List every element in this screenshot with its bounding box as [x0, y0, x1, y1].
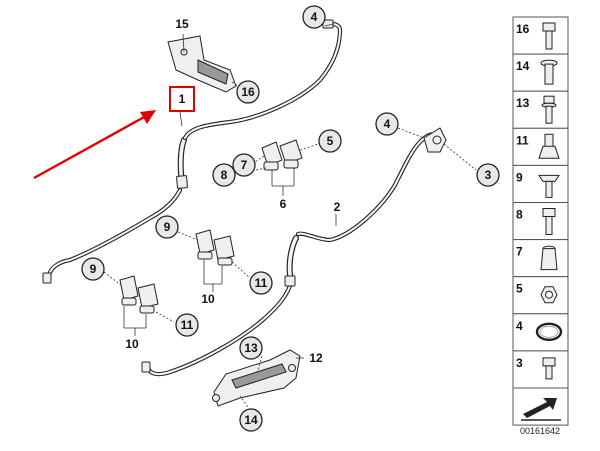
callout-14-text: 14 — [244, 413, 258, 427]
leader-4-top — [324, 23, 334, 27]
legend-cell — [512, 16, 569, 55]
legend-row-5[interactable]: 5 — [512, 276, 569, 315]
hex-bolt-washer-icon — [541, 95, 557, 124]
callout-5-text: 5 — [327, 134, 334, 148]
red-pointer-arrow — [33, 110, 156, 180]
legend-row-11[interactable]: 11 — [512, 127, 569, 166]
callout-4-top[interactable]: 4 — [302, 5, 326, 29]
callout-9-upper[interactable]: 9 — [155, 215, 179, 239]
legend-number: 4 — [516, 319, 523, 333]
callout-11-upper[interactable]: 11 — [249, 271, 273, 295]
callout-4-right[interactable]: 4 — [375, 112, 399, 136]
callout-9-lower[interactable]: 9 — [81, 257, 105, 281]
rubber-grommet-icon — [538, 133, 560, 159]
callout-14[interactable]: 14 — [239, 408, 263, 432]
label-12: 12 — [309, 351, 323, 365]
legend-cell — [512, 164, 569, 203]
legend-number: 13 — [516, 96, 530, 110]
highlight-callout-1-text: 1 — [179, 92, 186, 106]
expanding-rivet-icon — [540, 59, 558, 85]
callout-16-text: 16 — [241, 85, 255, 99]
callout-13[interactable]: 13 — [239, 336, 263, 360]
clip-group-10-lower-drawing — [103, 271, 175, 336]
bolt-icon — [542, 22, 556, 50]
collar-screw-icon — [538, 174, 560, 198]
legend-number: 9 — [516, 170, 523, 184]
callout-11-upper-text: 11 — [255, 276, 268, 290]
legend-row-3[interactable]: 3 — [512, 350, 569, 389]
callout-4-right-text: 4 — [384, 117, 391, 131]
legend-number: 16 — [516, 22, 530, 36]
legend-row-arrow[interactable] — [512, 387, 569, 426]
legend-row-13[interactable]: 13 — [512, 90, 569, 129]
bracket-12-drawing — [212, 349, 304, 411]
legend-number: 3 — [516, 356, 523, 370]
callout-4-top-text: 4 — [311, 10, 318, 24]
legend-row-14[interactable]: 14 — [512, 53, 569, 92]
callout-5[interactable]: 5 — [318, 129, 342, 153]
seal-ring-icon — [535, 322, 563, 341]
legend-row-8[interactable]: 8 — [512, 202, 569, 241]
bracket-15-drawing — [167, 33, 245, 93]
legend-number: 14 — [516, 59, 530, 73]
hex-nut-icon — [540, 286, 558, 304]
hex-bolt-icon — [542, 208, 556, 235]
callout-3[interactable]: 3 — [476, 163, 500, 187]
leader-3 — [443, 143, 477, 171]
legend-cell — [512, 53, 569, 92]
legend-number: 5 — [516, 282, 523, 296]
cage-nut-icon — [540, 245, 558, 271]
callout-8-text: 8 — [221, 168, 228, 182]
hose-1-line — [42, 19, 343, 284]
callout-3-text: 3 — [485, 168, 492, 182]
highlight-callout-1[interactable]: 1 — [169, 86, 195, 112]
legend-row-16[interactable]: 16 — [512, 16, 569, 55]
clip-group-6-drawing — [235, 139, 319, 196]
callout-9-lower-text: 9 — [90, 262, 97, 276]
legend-number: 7 — [516, 245, 523, 259]
label-10-lower: 10 — [125, 337, 139, 351]
legend-row-9[interactable]: 9 — [512, 164, 569, 203]
legend-row-7[interactable]: 7 — [512, 239, 569, 278]
label-10-upper: 10 — [201, 292, 215, 306]
reference-number: 00161642 — [520, 426, 560, 436]
callout-15-text: 15 — [175, 17, 189, 31]
parts-legend: 16 14 13 11 9 8 7 5 4 3 00161642 — [512, 16, 569, 436]
callout-11-lower-text: 11 — [181, 318, 194, 332]
leader-4-right — [397, 127, 425, 139]
callout-8[interactable]: 8 — [212, 163, 236, 187]
leader-1 — [179, 111, 183, 127]
legend-cell — [512, 350, 569, 389]
callout-7-text: 7 — [241, 158, 248, 172]
callout-9-upper-text: 9 — [164, 220, 171, 234]
legend-row-4[interactable]: 4 — [512, 313, 569, 352]
callout-16[interactable]: 16 — [236, 80, 260, 104]
direction-arrow-icon — [521, 398, 561, 421]
callout-11-lower[interactable]: 11 — [175, 313, 199, 337]
short-bolt-icon — [542, 357, 556, 380]
legend-cell — [512, 127, 569, 166]
legend-number: 8 — [516, 208, 523, 222]
legend-cell — [512, 90, 569, 129]
legend-cell — [512, 276, 569, 315]
label-2: 2 — [334, 200, 341, 214]
hose-2-line — [141, 127, 447, 377]
callout-15[interactable]: 15 — [175, 17, 189, 31]
callout-7[interactable]: 7 — [232, 153, 256, 177]
legend-number: 11 — [516, 133, 529, 147]
callout-13-text: 13 — [244, 341, 258, 355]
label-6: 6 — [280, 197, 287, 211]
clip-group-10-upper-drawing — [177, 229, 251, 292]
